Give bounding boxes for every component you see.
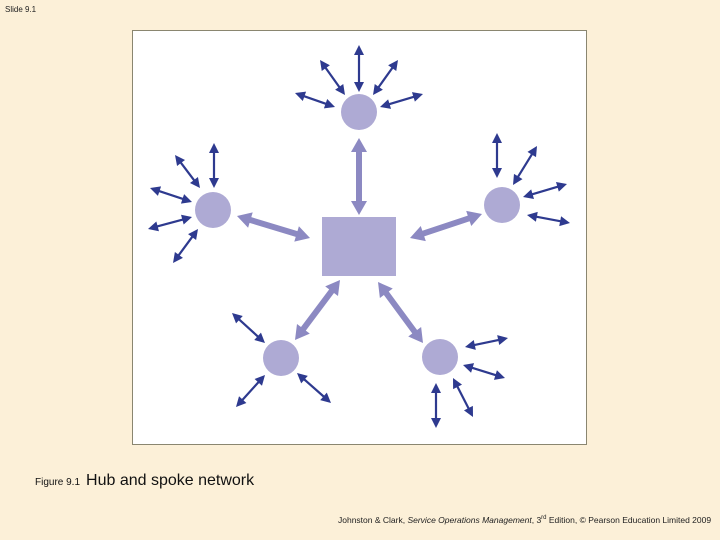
footer-rest: Edition, © Pearson Education Limited 200… — [546, 515, 712, 525]
link-arrow-right — [513, 146, 537, 185]
spoke-arrow-bottom-left — [295, 280, 340, 340]
link-arrow-bottom-left — [232, 313, 265, 343]
link-arrow-bottom-left — [236, 375, 265, 407]
node-top — [341, 94, 377, 130]
link-arrow-right — [527, 211, 570, 227]
link-arrow-right — [492, 133, 502, 178]
figure-title: Hub and spoke network — [86, 472, 255, 489]
link-arrow-bottom-right — [463, 363, 505, 380]
link-arrow-bottom-right — [431, 383, 441, 428]
spoke-arrow-top — [351, 138, 367, 215]
link-arrow-top — [295, 91, 335, 109]
link-arrow-left — [150, 186, 192, 204]
node-bottom-right — [422, 339, 458, 375]
link-arrow-bottom-left — [297, 373, 331, 403]
footer-edition: , 3 — [531, 515, 542, 525]
footer-authors: Johnston & Clark, — [338, 515, 408, 525]
footer-book: Service Operations Management — [407, 515, 532, 525]
slide-number: Slide 9.1 — [5, 5, 37, 14]
footer-edition-sup: rd — [541, 515, 547, 522]
link-arrow-top — [380, 92, 423, 109]
spoke-arrow-right — [410, 210, 482, 242]
link-arrow-left — [209, 143, 219, 188]
spoke-arrow-left — [237, 212, 310, 242]
figure-caption: Figure 9.1 Hub and spoke network — [35, 472, 254, 490]
footer-citation: Johnston & Clark, Service Operations Man… — [338, 515, 711, 525]
node-left — [195, 192, 231, 228]
hub-square — [322, 217, 396, 276]
link-arrow-bottom-right — [465, 335, 508, 350]
link-arrow-left — [173, 229, 198, 263]
link-arrow-top — [320, 60, 345, 95]
node-right — [484, 187, 520, 223]
link-arrow-left — [148, 214, 192, 232]
link-arrow-right — [523, 182, 567, 199]
spoke-arrow-bottom-right — [378, 282, 423, 343]
link-arrow-bottom-right — [453, 378, 473, 417]
node-bottom-left — [263, 340, 299, 376]
link-arrow-top — [373, 60, 398, 95]
figure-label: Figure 9.1 — [35, 477, 81, 488]
link-arrow-left — [175, 155, 200, 188]
link-arrow-top — [354, 45, 364, 92]
